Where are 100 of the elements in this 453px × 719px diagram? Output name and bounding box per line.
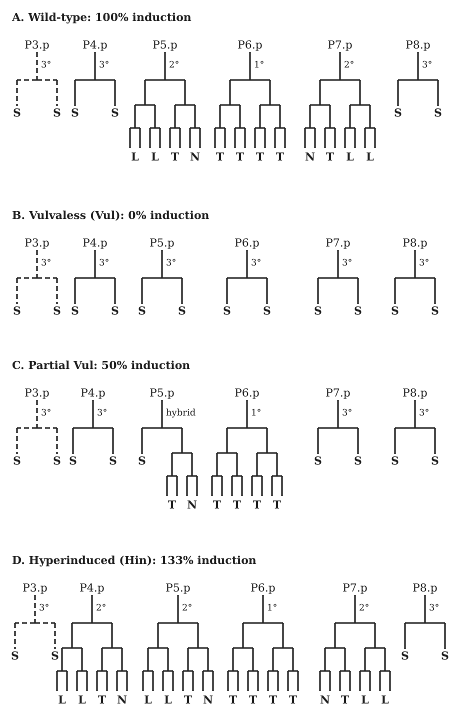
lineage-line bbox=[262, 622, 284, 649]
lineage-line bbox=[36, 427, 58, 455]
lineage-line bbox=[91, 622, 113, 649]
cell-fate-letter: T bbox=[212, 500, 222, 510]
cell-fate-letter: S bbox=[53, 306, 61, 316]
lineage-line bbox=[94, 250, 96, 278]
cell-name: P5.p bbox=[152, 40, 178, 50]
lineage-line bbox=[74, 277, 96, 305]
cell-fate-letter: S bbox=[111, 306, 119, 316]
cell-fate-letter: S bbox=[401, 650, 409, 662]
cell-name: P4.p bbox=[80, 582, 104, 594]
lineage-line bbox=[414, 250, 416, 278]
lineage-line bbox=[34, 622, 56, 650]
fate-label: 1° bbox=[267, 604, 278, 614]
lineage-line bbox=[317, 277, 339, 305]
lineage-line bbox=[424, 595, 426, 623]
fate-label: 3° bbox=[39, 604, 50, 614]
lineage-line bbox=[157, 622, 179, 649]
cell-fate-letter: T bbox=[288, 694, 298, 706]
panel-title: D. Hyperinduced (Hin): 133% induction bbox=[12, 555, 256, 566]
lineage-line bbox=[282, 647, 299, 692]
cell-name: P6.p bbox=[238, 40, 262, 50]
cell-fate-letter: T bbox=[236, 152, 244, 162]
fate-label: 3° bbox=[166, 260, 176, 268]
cell-fate-letter: N bbox=[304, 152, 316, 162]
cell-fate-letter: L bbox=[151, 152, 159, 162]
lineage-line bbox=[337, 250, 339, 278]
lineage-line bbox=[36, 400, 38, 428]
cell-fate-letter: S bbox=[109, 456, 117, 466]
cell-fate-letter: S bbox=[51, 650, 59, 662]
lineage-line bbox=[111, 647, 128, 692]
cell-name: P3.p bbox=[22, 582, 48, 594]
cell-name: P8.p bbox=[412, 582, 438, 594]
cell-name: P5.p bbox=[150, 388, 174, 398]
cell-fate-letter: L bbox=[366, 152, 374, 162]
lineage-line bbox=[249, 52, 251, 80]
lineage-line bbox=[404, 622, 426, 650]
lineage-line bbox=[254, 104, 271, 149]
lineage-line bbox=[184, 104, 201, 149]
fate-label: 1° bbox=[254, 62, 264, 70]
lineage-line bbox=[242, 647, 259, 692]
cell-fate-letter: T bbox=[252, 500, 262, 510]
fate-label: 2° bbox=[344, 62, 354, 70]
fate-label: 3° bbox=[342, 260, 352, 268]
cell-fate-letter: L bbox=[346, 152, 354, 162]
lineage-line bbox=[181, 452, 198, 497]
lineage-line bbox=[374, 647, 391, 692]
cell-fate-letter: T bbox=[232, 500, 242, 510]
lineage-line bbox=[177, 595, 179, 623]
cell-fate-letter: S bbox=[431, 456, 439, 466]
lineage-line bbox=[16, 427, 38, 455]
cell-name: P8.p bbox=[402, 238, 428, 248]
cell-fate-letter: S bbox=[431, 306, 439, 316]
cell-fate-letter: S bbox=[314, 306, 322, 316]
cell-fate-letter: S bbox=[13, 108, 21, 118]
fate-label: 3° bbox=[251, 260, 262, 268]
cell-name: P7.p bbox=[342, 582, 368, 594]
lineage-line bbox=[177, 622, 199, 649]
lineage-line bbox=[319, 104, 336, 149]
lineage-line bbox=[141, 277, 163, 305]
lineage-line bbox=[161, 427, 183, 454]
cell-name: P7.p bbox=[328, 40, 352, 50]
lineage-line bbox=[354, 622, 376, 649]
cell-fate-letter: N bbox=[202, 694, 214, 706]
lineage-line bbox=[94, 79, 116, 107]
lineage-line bbox=[229, 79, 251, 106]
cell-fate-letter: S bbox=[71, 108, 79, 118]
cell-fate-letter: N bbox=[116, 694, 128, 706]
lineage-line bbox=[142, 647, 159, 692]
fate-label: 2° bbox=[169, 62, 180, 70]
fate-label: 2° bbox=[96, 604, 106, 614]
lineage-line bbox=[334, 647, 351, 692]
cell-fate-letter: T bbox=[228, 694, 238, 706]
cell-fate-letter: T bbox=[326, 152, 334, 162]
cell-fate-letter: T bbox=[248, 694, 258, 706]
lineage-line bbox=[229, 104, 246, 149]
cell-fate-letter: T bbox=[98, 694, 106, 706]
cell-fate-letter: S bbox=[11, 650, 19, 662]
lineage-line bbox=[94, 52, 96, 80]
cell-name: P3.p bbox=[24, 388, 50, 398]
cell-fate-letter: L bbox=[381, 694, 389, 706]
lineage-line bbox=[227, 647, 244, 692]
cell-fate-letter: S bbox=[13, 456, 21, 466]
cell-fate-letter: T bbox=[256, 152, 264, 162]
cell-fate-letter: T bbox=[276, 152, 284, 162]
lineage-line bbox=[92, 400, 94, 428]
cell-fate-letter: S bbox=[111, 108, 119, 118]
lineage-line bbox=[394, 277, 416, 305]
lineage-line bbox=[266, 452, 283, 497]
lineage-line bbox=[56, 647, 73, 692]
lineage-line bbox=[397, 79, 419, 107]
lineage-line bbox=[72, 427, 94, 455]
lineage-line bbox=[334, 622, 356, 649]
cell-fate-letter: S bbox=[314, 456, 322, 466]
lineage-line bbox=[319, 647, 336, 692]
cell-fate-letter: T bbox=[268, 694, 278, 706]
cell-fate-letter: S bbox=[263, 306, 271, 316]
lineage-line bbox=[337, 400, 339, 428]
cell-fate-letter: S bbox=[13, 306, 21, 316]
lineage-line bbox=[36, 79, 58, 107]
